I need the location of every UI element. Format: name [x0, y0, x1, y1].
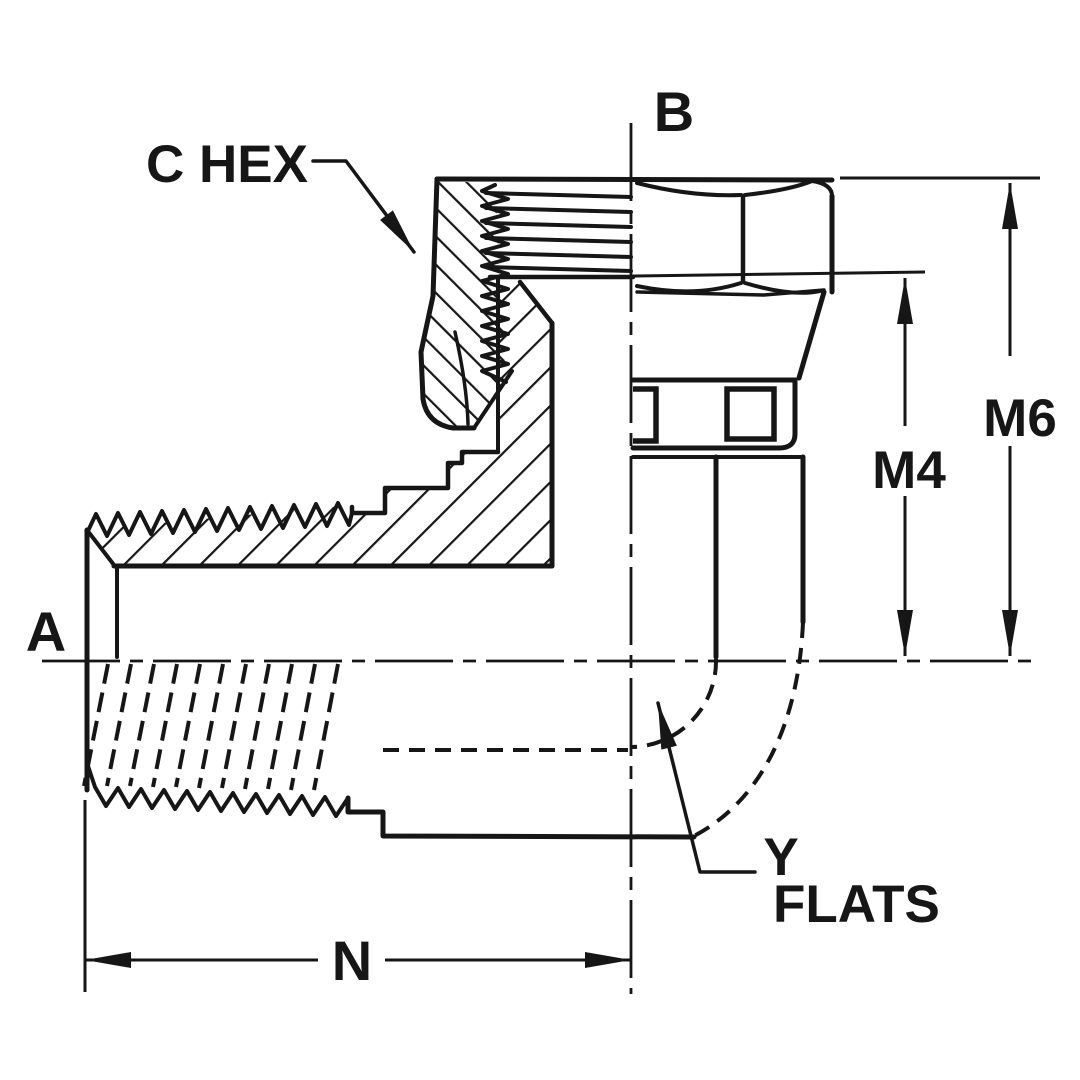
nut-skirt-inner-curve	[453, 330, 470, 426]
dim-m6-label: M6	[983, 389, 1057, 448]
callout-y-flats: Y FLATS	[656, 701, 940, 934]
swivel-nut-section	[418, 176, 835, 431]
axis-b-label: B	[654, 80, 694, 143]
callout-c-hex: C HEX	[146, 135, 416, 254]
m4-extension-line	[632, 270, 926, 278]
nut-section-fill	[421, 179, 512, 428]
dim-n-label: N	[332, 929, 372, 992]
flat-cutout-right	[724, 386, 777, 442]
female-thread-zigzag	[480, 183, 510, 384]
hidden-flat-inner-arc	[631, 658, 719, 749]
hex-nut-external	[635, 179, 835, 381]
c-hex-label: C HEX	[146, 135, 308, 194]
nut-outer-profile	[418, 176, 477, 431]
nut-top-edge	[434, 176, 835, 183]
y-flats-label-line2: FLATS	[773, 875, 940, 934]
flange-right-edge	[776, 377, 798, 451]
collar-flange	[630, 377, 805, 459]
nut-skirt-taper	[796, 289, 827, 381]
dimension-m6: M6	[840, 176, 1057, 656]
thread-flank-lines	[82, 663, 340, 791]
c-hex-leader	[311, 159, 416, 254]
hex-top-chamfer-arcs	[635, 179, 834, 198]
body-step-profile	[349, 449, 501, 516]
y-flats-leader	[656, 701, 757, 874]
elbow-tube	[383, 454, 806, 838]
axis-labels: A B	[26, 80, 694, 663]
upper-thread-crest-zigzag	[85, 501, 354, 538]
body-step-lower	[345, 795, 697, 840]
body-section-fill	[87, 277, 552, 566]
dim-m4-label: M4	[872, 441, 946, 500]
hidden-flat-outer-arc	[693, 621, 805, 838]
y-flats-label-line1: Y	[763, 828, 798, 887]
male-thread-external	[82, 663, 697, 840]
lower-thread-crest-zigzag	[85, 761, 350, 818]
hex-washer-face	[635, 288, 826, 297]
flat-cutout-left	[633, 386, 659, 444]
axis-a-label: A	[26, 600, 66, 663]
centerlines	[42, 123, 1040, 994]
tube-seat-cone	[517, 279, 555, 326]
male-end-chamfer	[85, 528, 116, 567]
dimension-n: N	[83, 800, 631, 992]
dimension-m4: M4	[632, 270, 946, 656]
section-hatch-fills	[87, 179, 552, 566]
female-thread-crest-lines	[484, 191, 633, 273]
